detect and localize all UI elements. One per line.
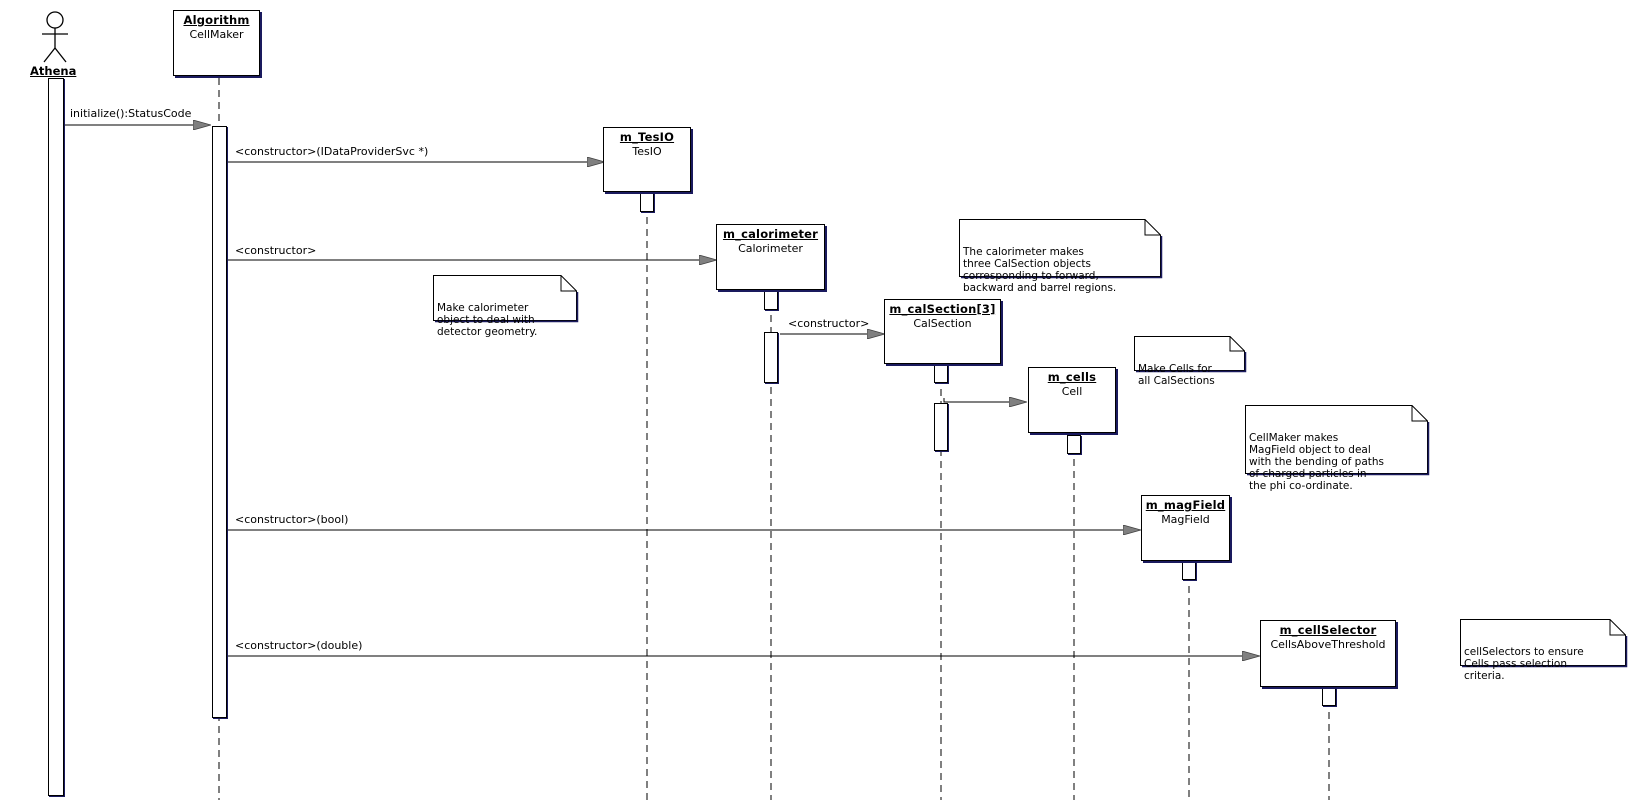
- object-algorithm[interactable]: Algorithm CellMaker: [173, 10, 260, 76]
- msg-label-calsection: <constructor>: [788, 317, 870, 330]
- activation-athena: [48, 78, 64, 796]
- msg-label-calorimeter: <constructor>: [235, 244, 317, 257]
- activation-calsection-2: [934, 403, 948, 451]
- note-text: CellMaker makes MagField object to deal …: [1249, 432, 1385, 492]
- note-cell-selectors: cellSelectors to ensure Cells pass selec…: [1460, 619, 1628, 682]
- note-text: Make Cells for all CalSections: [1138, 363, 1215, 387]
- object-magfield[interactable]: m_magField MagField: [1141, 495, 1230, 561]
- object-name: m_cells: [1047, 370, 1097, 384]
- note-text: The calorimeter makes three CalSection o…: [963, 246, 1117, 294]
- note-calsection-regions: The calorimeter makes three CalSection o…: [959, 219, 1163, 294]
- object-type: CellsAboveThreshold: [1270, 638, 1386, 651]
- note-shape: [1245, 405, 1430, 476]
- object-tesio[interactable]: m_TesIO TesIO: [603, 127, 691, 192]
- note-shape: [1134, 336, 1247, 373]
- msg-cells-constructor-arrow: [943, 398, 1026, 402]
- note-calorimeter-geometry: Make calorimeter object to deal with det…: [433, 275, 579, 338]
- object-calsection[interactable]: m_calSection[3] CalSection: [884, 299, 1001, 364]
- lifelines: [218, 78, 1330, 800]
- activation-cellselector: [1322, 688, 1336, 706]
- object-name: m_magField: [1145, 498, 1226, 512]
- activation-calsection-1: [934, 365, 948, 383]
- note-shape: [959, 219, 1163, 279]
- note-shape: [1460, 619, 1628, 668]
- object-type: TesIO: [632, 145, 662, 158]
- object-cells[interactable]: m_cells Cell: [1028, 367, 1116, 433]
- object-name: Algorithm: [183, 13, 250, 27]
- activation-calorimeter-1: [764, 291, 778, 310]
- object-cellselector[interactable]: m_cellSelector CellsAboveThreshold: [1260, 620, 1396, 687]
- object-type: Calorimeter: [738, 242, 803, 255]
- object-type: CellMaker: [189, 28, 244, 41]
- object-name: m_calorimeter: [722, 227, 819, 241]
- activation-calorimeter-2: [764, 332, 778, 383]
- activation-tesio: [640, 193, 654, 212]
- message-arrows: [62, 125, 1259, 656]
- actor-label: Athena: [30, 64, 77, 78]
- msg-label-magfield: <constructor>(bool): [235, 513, 349, 526]
- activation-magfield: [1182, 562, 1196, 580]
- note-magfield: CellMaker makes MagField object to deal …: [1245, 405, 1430, 492]
- note-text: cellSelectors to ensure Cells pass selec…: [1464, 646, 1584, 682]
- object-type: CalSection: [913, 317, 972, 330]
- msg-label-initialize: initialize():StatusCode: [70, 107, 192, 120]
- object-name: m_calSection[3]: [889, 302, 996, 316]
- object-type: MagField: [1161, 513, 1210, 526]
- object-name: m_cellSelector: [1279, 623, 1377, 637]
- object-calorimeter[interactable]: m_calorimeter Calorimeter: [716, 224, 825, 290]
- note-make-cells: Make Cells for all CalSections: [1134, 336, 1247, 387]
- activation-algorithm: [212, 126, 227, 718]
- object-name: m_TesIO: [619, 130, 675, 144]
- msg-label-tesio: <constructor>(IDataProviderSvc *): [235, 145, 429, 158]
- msg-label-cellselector: <constructor>(double): [235, 639, 363, 652]
- note-shape: [433, 275, 579, 323]
- object-type: Cell: [1061, 385, 1083, 398]
- activation-cells: [1067, 435, 1081, 454]
- athena-actor-icon: [42, 11, 68, 63]
- note-text: Make calorimeter object to deal with det…: [437, 302, 538, 338]
